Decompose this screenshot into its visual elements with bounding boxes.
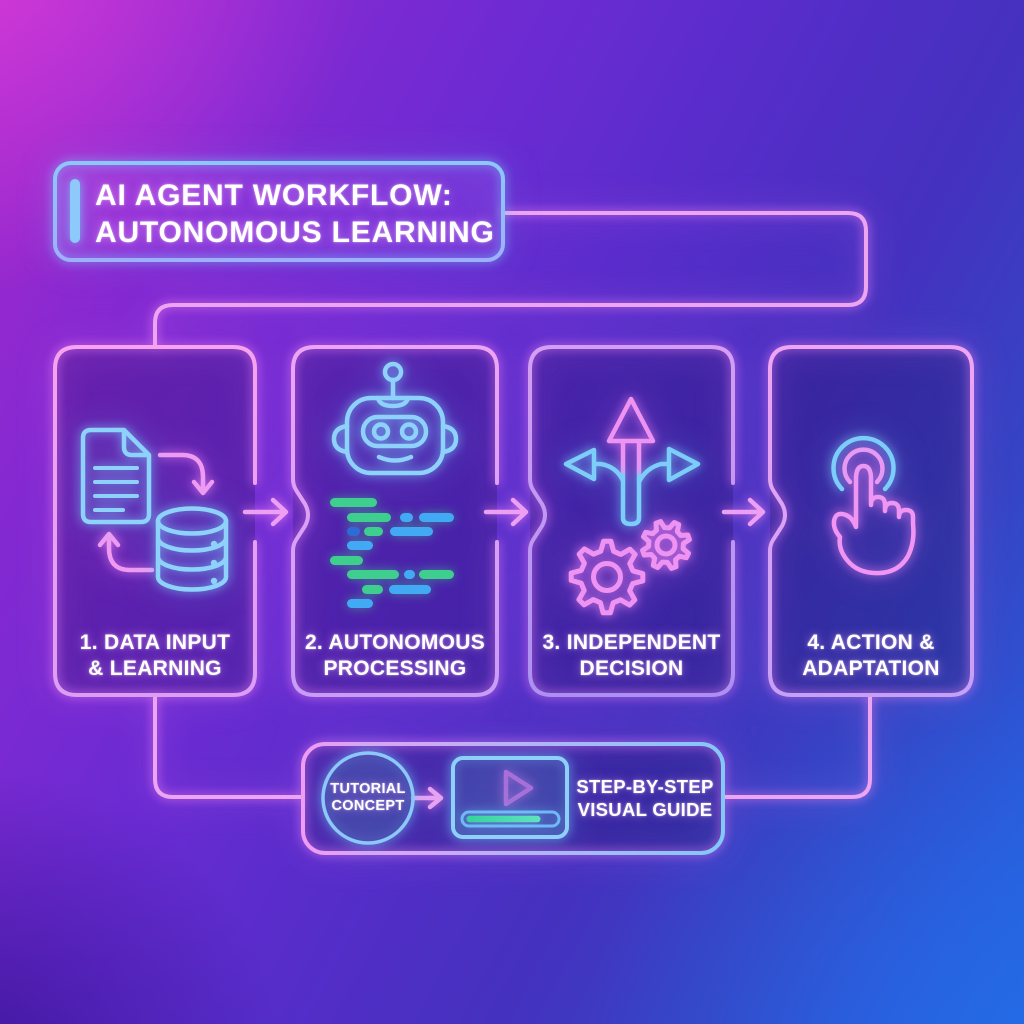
step2-label-line2: PROCESSING <box>323 657 467 680</box>
caption-line2: VISUAL GUIDE <box>577 799 713 820</box>
step2-label-line1: 2. AUTONOMOUS <box>304 631 486 654</box>
step4-label-line2: ADAPTATION <box>802 657 940 680</box>
step4-label: 4. ACTION & ADAPTATION <box>770 630 972 682</box>
footer-box-border <box>301 742 725 855</box>
page-title-line1: AI AGENT WORKFLOW: <box>95 179 453 212</box>
page-title-line2: AUTONOMOUS LEARNING <box>95 216 495 249</box>
step4-card-border <box>768 345 974 697</box>
sync-arrow-up-icon <box>97 531 155 573</box>
document-text-lines <box>93 466 139 512</box>
connector-step4-to-footer <box>721 693 872 799</box>
gear-large-icon <box>568 538 646 616</box>
step3-label-line1: 3. INDEPENDENT <box>542 631 721 654</box>
page-title: AI AGENT WORKFLOW: AUTONOMOUS LEARNING <box>95 177 495 251</box>
step1-label: 1. DATA INPUT & LEARNING <box>55 630 255 682</box>
step2-card-border <box>291 345 499 697</box>
tutorial-badge-circle <box>321 751 415 845</box>
step1-card-border <box>53 345 257 697</box>
arrow-step2-step3 <box>483 497 529 527</box>
arrow-step3-step4 <box>721 497 766 527</box>
tap-hand-icon <box>831 463 916 576</box>
connector-step1-to-footer <box>153 693 305 799</box>
gear-small-hub <box>654 533 678 557</box>
tap-ripple-outer-icon <box>831 435 896 492</box>
document-icon <box>80 427 152 525</box>
connector-title-to-step1 <box>153 211 868 349</box>
branching-arrows-blue-part <box>563 446 701 527</box>
step4-card-bg <box>770 347 972 695</box>
play-button-icon <box>503 769 534 807</box>
step3-card-bg <box>530 347 733 695</box>
badge-line1: TUTORIAL <box>330 781 406 797</box>
arrow-badge-to-player <box>410 786 444 810</box>
robot-icon <box>331 361 459 476</box>
step3-label-line2: DECISION <box>579 657 684 680</box>
sync-arrow-down-icon <box>157 452 215 496</box>
caption-line1: STEP-BY-STEP <box>576 776 714 797</box>
title-box <box>53 161 505 262</box>
code-lines-icon <box>330 498 454 608</box>
progress-bar-fill <box>466 815 541 823</box>
step1-label-line2: & LEARNING <box>88 657 222 680</box>
title-box-bg <box>55 163 503 260</box>
tutorial-badge-label: TUTORIAL CONCEPT <box>322 781 414 815</box>
step3-label: 3. INDEPENDENT DECISION <box>530 630 733 682</box>
database-icon <box>155 506 229 592</box>
tap-ripple-inner-icon <box>842 447 885 485</box>
branching-arrows-icon <box>606 396 656 477</box>
footer-caption: STEP-BY-STEP VISUAL GUIDE <box>570 775 720 821</box>
step2-card-bg <box>293 347 497 695</box>
arrow-step1-step2 <box>242 497 289 527</box>
step1-card-bg <box>55 347 255 695</box>
step4-label-line1: 4. ACTION & <box>807 631 935 654</box>
step1-label-line1: 1. DATA INPUT <box>79 631 231 654</box>
gear-small-icon <box>640 519 692 571</box>
badge-line2: CONCEPT <box>331 798 405 814</box>
gear-large-hub <box>591 561 623 593</box>
title-accent-bar <box>70 179 80 243</box>
progress-bar-icon <box>460 810 561 828</box>
step3-card-border <box>528 345 735 697</box>
step2-label: 2. AUTONOMOUS PROCESSING <box>293 630 497 682</box>
